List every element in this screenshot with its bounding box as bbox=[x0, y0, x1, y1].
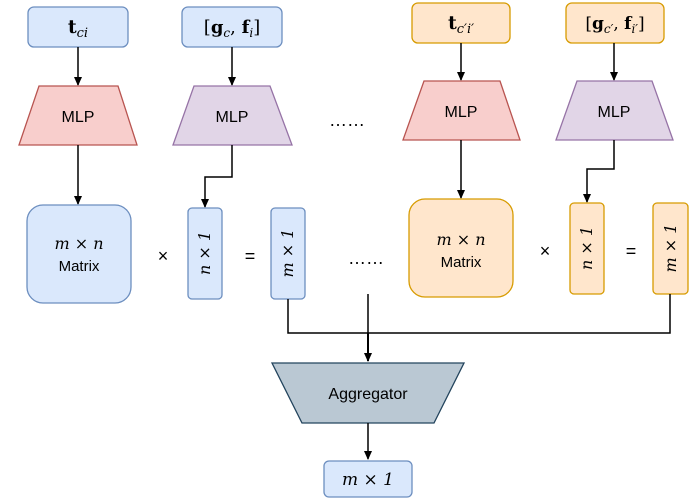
connector-right bbox=[368, 294, 671, 334]
vector-m1-orange: m × 1 bbox=[652, 202, 689, 295]
svg-text:tc′i′: tc′i′ bbox=[448, 12, 474, 37]
svg-text:m × 1: m × 1 bbox=[278, 229, 297, 278]
svg-text:m × n: m × n bbox=[54, 234, 103, 253]
input-g-f-iprime: [gc′, fi′] bbox=[565, 2, 665, 44]
svg-text:Matrix: Matrix bbox=[59, 258, 100, 275]
svg-text:MLP: MLP bbox=[445, 104, 478, 121]
svg-text:m × n: m × n bbox=[436, 230, 485, 249]
times-symbol-1: × bbox=[158, 246, 169, 266]
vector-n1-orange: n × 1 bbox=[569, 202, 605, 295]
svg-text:[gc, fi]: [gc, fi] bbox=[204, 17, 260, 40]
mlp-red-1: MLP bbox=[18, 85, 138, 146]
times-symbol-2: × bbox=[540, 241, 551, 261]
equals-symbol-2: = bbox=[626, 241, 637, 261]
mlp-red-2: MLP bbox=[402, 80, 521, 141]
svg-text:n × 1: n × 1 bbox=[577, 226, 596, 270]
arrow-mlp-to-vector-1 bbox=[201, 145, 233, 208]
svg-text:[gc′, fi′]: [gc′, fi′] bbox=[585, 14, 644, 36]
svg-text:m × 1: m × 1 bbox=[342, 470, 394, 490]
connector-left bbox=[287, 299, 368, 334]
vector-m1-blue: m × 1 bbox=[270, 207, 306, 300]
matrix-blue: m × n Matrix bbox=[26, 204, 132, 304]
svg-text:MLP: MLP bbox=[62, 109, 95, 126]
input-t-ci: tci bbox=[27, 6, 129, 48]
aggregator: Aggregator bbox=[270, 362, 466, 424]
svg-text:n × 1: n × 1 bbox=[195, 231, 214, 275]
svg-text:MLP: MLP bbox=[216, 109, 249, 126]
ellipsis-top: …… bbox=[329, 110, 365, 130]
equals-symbol-1: = bbox=[245, 246, 256, 266]
svg-text:Aggregator: Aggregator bbox=[328, 386, 408, 403]
output-m1: m × 1 bbox=[323, 460, 413, 498]
vector-n1-blue: n × 1 bbox=[187, 207, 223, 300]
input-g-f-i: [gc, fi] bbox=[181, 6, 283, 48]
svg-text:Matrix: Matrix bbox=[441, 254, 482, 271]
svg-text:tci: tci bbox=[68, 16, 88, 41]
mlp-purple-2: MLP bbox=[555, 80, 674, 141]
svg-text:MLP: MLP bbox=[598, 104, 631, 121]
svg-text:m × 1: m × 1 bbox=[661, 224, 680, 273]
input-t-cprime-iprime: tc′i′ bbox=[411, 2, 511, 44]
ellipsis-middle: …… bbox=[348, 248, 384, 268]
matrix-orange: m × n Matrix bbox=[408, 198, 514, 298]
mlp-purple-1: MLP bbox=[172, 85, 293, 146]
arrow-mlp-to-vector-2 bbox=[583, 140, 615, 203]
